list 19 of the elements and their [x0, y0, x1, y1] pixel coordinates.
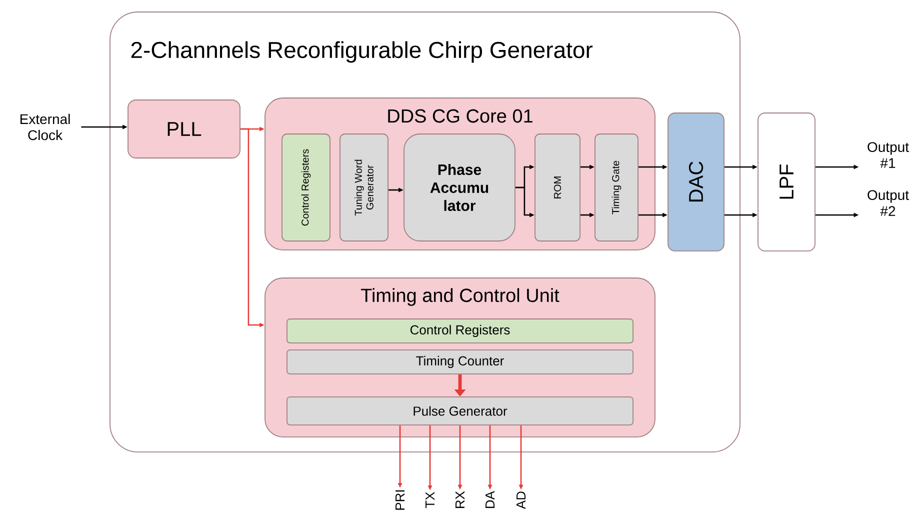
register-bar: Control Registers: [286, 318, 634, 344]
signal-label: PRI: [396, 490, 404, 510]
rom-box: ROM: [534, 134, 580, 242]
register-box: Control Registers: [282, 134, 330, 242]
signal-label: RX: [456, 491, 464, 508]
generator-box: Tuning Word Generator: [340, 134, 388, 242]
dac-box: DAC: [668, 112, 724, 252]
accumulator-box: Phase Accumu lator: [404, 134, 516, 242]
signal-label: TX: [426, 492, 434, 508]
pll-box: PLL: [128, 100, 240, 158]
output-label: Output #2: [868, 190, 909, 216]
signal-label: DA: [486, 490, 494, 508]
generator-bar: Pulse Generator: [286, 396, 634, 426]
lpf-box: LPF: [758, 112, 816, 252]
counter-bar: Timing Counter: [286, 350, 634, 374]
input-label: External Clock: [20, 114, 70, 140]
output-label: Output #1: [868, 142, 909, 168]
signal-label: AD: [516, 492, 526, 509]
gate-box: Timing Gate: [594, 134, 638, 242]
